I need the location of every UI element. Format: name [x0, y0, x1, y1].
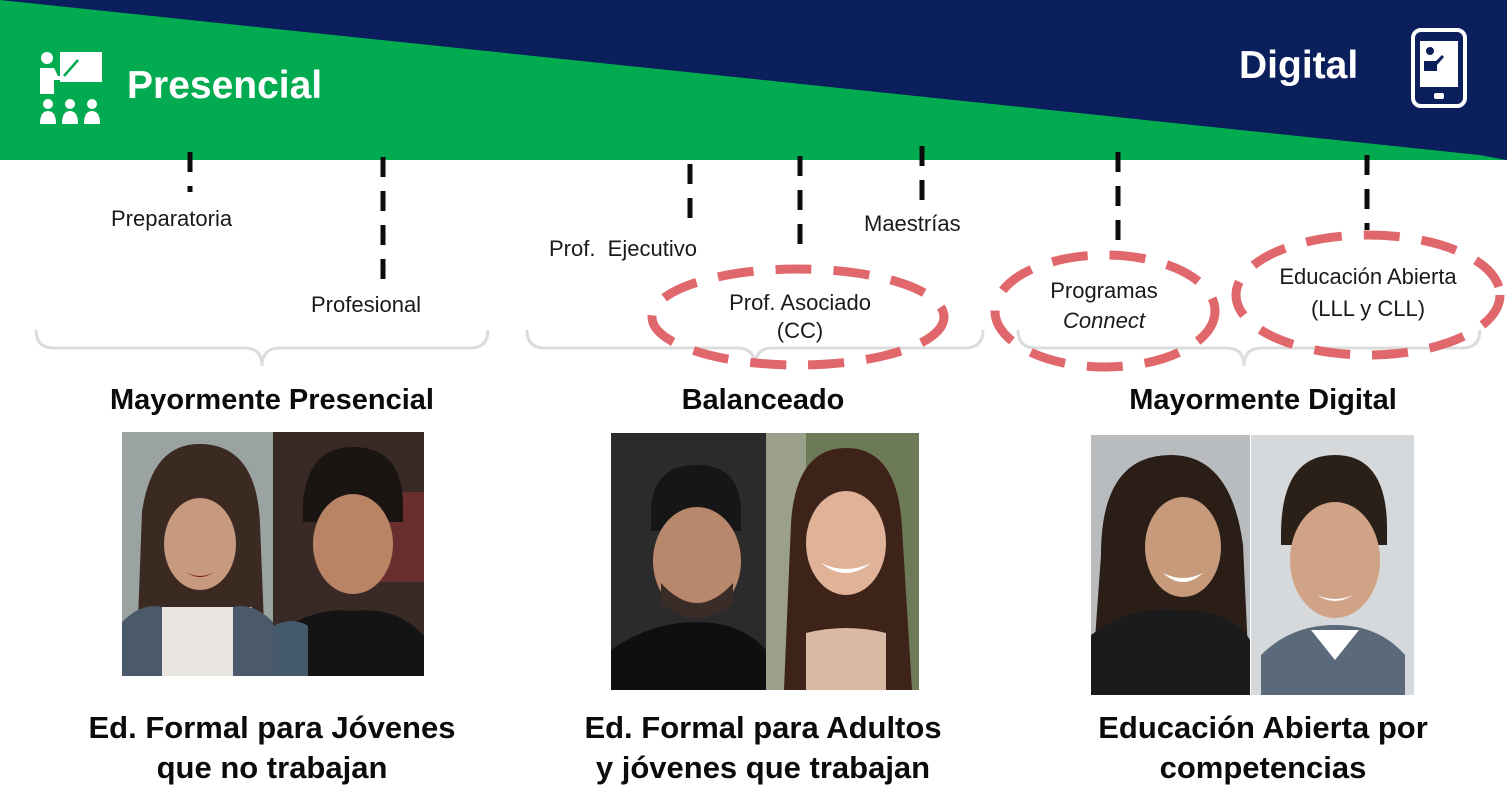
portrait-woman-2	[766, 433, 919, 690]
brace-digital	[1016, 329, 1482, 367]
label-educacion-abierta: Educación Abierta (LLL y CLL)	[1232, 264, 1504, 322]
portrait-woman-3	[1091, 435, 1250, 695]
label-prof-ejecutivo: Prof. Ejecutivo	[549, 236, 697, 261]
desc-presencial-line1: Ed. Formal para Jóvenes	[88, 710, 456, 745]
portrait-man-3	[1251, 435, 1414, 695]
category-title-digital: Mayormente Digital	[1129, 384, 1397, 416]
digital-label: Digital	[1239, 44, 1359, 87]
desc-presencial-line2: que no trabajan	[156, 750, 388, 785]
label-educacion-line1: Educación Abierta	[1279, 264, 1457, 289]
label-educacion-line2: (LLL y CLL)	[1310, 296, 1426, 321]
label-prof-asociado: Prof. Asociado (CC)	[700, 290, 900, 344]
oval-prof-asociado	[647, 264, 949, 370]
oval-educacion-abierta	[1231, 230, 1505, 360]
desc-digital-line1: Educación Abierta por	[1098, 710, 1428, 745]
portrait-man-2	[611, 433, 766, 690]
connector-lines	[187, 146, 1370, 282]
portrait-woman-1	[122, 432, 273, 676]
category-title-presencial: Mayormente Presencial	[110, 384, 434, 416]
label-profesional: Profesional	[311, 292, 422, 317]
highlight-ovals	[647, 230, 1505, 372]
label-prof-asociado-line1: Prof. Asociado	[729, 290, 871, 315]
banner-navy-wedge	[0, 0, 1507, 160]
desc-digital-line2: competencias	[1159, 750, 1367, 785]
label-programas-line2: Connect	[1063, 308, 1145, 333]
classroom-icon	[40, 52, 102, 124]
brace-presencial	[34, 329, 490, 367]
label-maestrias: Maestrías	[864, 211, 961, 236]
category-desc-balanceado: Ed. Formal para Adultos y jóvenes que tr…	[527, 708, 999, 788]
label-programas-line1: Programas	[1050, 278, 1158, 303]
modality-banner	[0, 0, 1507, 160]
category-desc-digital: Educación Abierta por competencias	[1018, 708, 1507, 788]
category-title-balanceado: Balanceado	[681, 384, 845, 416]
oval-programas-connect	[990, 250, 1220, 372]
label-prof-asociado-line2: (CC)	[776, 318, 824, 343]
portrait-man-1	[273, 432, 424, 676]
smartphone-teacher-icon	[1411, 28, 1467, 108]
category-desc-presencial: Ed. Formal para Jóvenes que no trabajan	[36, 708, 508, 788]
presencial-label: Presencial	[127, 64, 323, 107]
desc-balanceado-line1: Ed. Formal para Adultos	[584, 710, 942, 745]
desc-balanceado-line2: y jóvenes que trabajan	[595, 750, 931, 785]
label-programas-connect: Programas Connect	[1020, 278, 1188, 334]
label-preparatoria: Preparatoria	[111, 206, 233, 231]
